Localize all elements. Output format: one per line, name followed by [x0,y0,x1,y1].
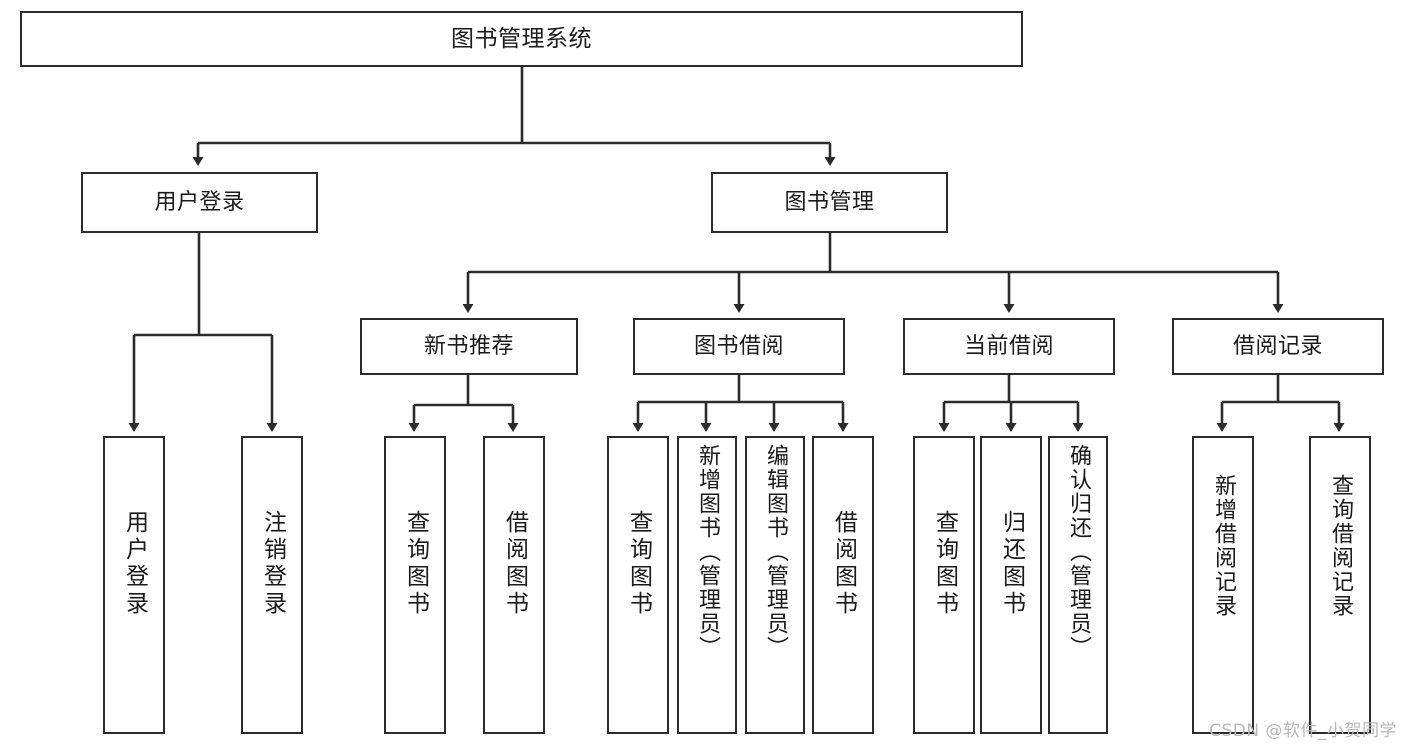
node-label: 借阅记录 [1232,333,1323,359]
node-label: 编辑图书（管理员） [763,444,788,660]
node-new-book-recommend[interactable]: 新书推荐 [360,318,578,375]
leaf-current-borrow-confirm-return-admin[interactable]: 确认归还（管理员） [1048,436,1108,734]
leaf-current-borrow-query-book[interactable]: 查询图书 [913,436,975,734]
leaf-borrow-record-query-record[interactable]: 查询借阅记录 [1309,436,1371,734]
leaf-book-borrow-query-book[interactable]: 查询图书 [607,436,669,734]
leaf-book-borrow-add-book-admin[interactable]: 新增图书（管理员） [677,436,737,734]
node-label: 新书推荐 [423,333,514,359]
node-book-borrow[interactable]: 图书借阅 [633,318,845,375]
leaf-book-borrow-borrow-book[interactable]: 借阅图书 [812,436,874,734]
node-label: 新增图书（管理员） [695,444,720,660]
leaf-current-borrow-return-book[interactable]: 归还图书 [980,436,1042,734]
leaf-new-book-borrow-book[interactable]: 借阅图书 [483,436,545,734]
leaf-new-book-query-book[interactable]: 查询图书 [384,436,446,734]
leaf-user-login-login[interactable]: 用户登录 [103,436,165,734]
node-label: 归还图书 [998,510,1025,618]
node-label: 借阅图书 [830,510,857,618]
node-label: 借阅图书 [501,510,528,618]
node-label: 图书借阅 [693,333,784,359]
watermark-text: CSDN @软件_小贺同学 [1209,721,1397,741]
node-label: 查询图书 [625,510,652,618]
node-borrow-record[interactable]: 借阅记录 [1172,318,1384,375]
leaf-user-login-logout[interactable]: 注销登录 [241,436,303,734]
node-label: 当前借阅 [963,333,1054,359]
node-label: 用户登录 [121,510,148,618]
node-label: 图书管理系统 [451,25,592,52]
node-label: 查询图书 [402,510,429,618]
node-label: 新增借阅记录 [1211,474,1236,618]
node-label: 确认归还（管理员） [1066,444,1091,660]
node-root-system[interactable]: 图书管理系统 [20,11,1023,67]
node-label: 图书管理 [784,189,875,215]
leaf-book-borrow-edit-book-admin[interactable]: 编辑图书（管理员） [745,436,805,734]
node-label: 查询借阅记录 [1328,474,1353,618]
node-current-borrow[interactable]: 当前借阅 [903,318,1115,375]
node-label: 注销登录 [259,510,286,618]
node-book-management[interactable]: 图书管理 [711,172,948,233]
node-label: 用户登录 [154,189,245,215]
node-user-login[interactable]: 用户登录 [81,172,318,233]
node-label: 查询图书 [931,510,958,618]
leaf-borrow-record-add-record[interactable]: 新增借阅记录 [1192,436,1254,734]
